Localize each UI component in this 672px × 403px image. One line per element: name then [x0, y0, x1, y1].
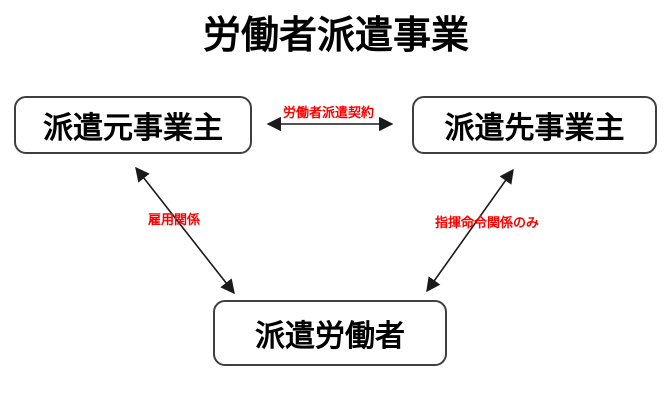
node-worker: 派遣労働者	[213, 300, 447, 366]
contract-edge-label: 労働者派遣契約	[283, 105, 375, 120]
diagram-title: 労働者派遣事業	[202, 15, 469, 57]
node-client-label: 派遣先事業主	[444, 112, 625, 145]
node-worker-label: 派遣労働者	[255, 320, 405, 353]
node-client: 派遣先事業主	[412, 96, 657, 154]
command-edge-label: 指揮命令関係のみ	[435, 215, 540, 230]
node-dispatcher: 派遣元事業主	[14, 96, 252, 154]
employment-arrow	[135, 166, 235, 295]
node-dispatcher-label: 派遣元事業主	[43, 112, 223, 145]
employment-edge-label: 雇用関係	[148, 212, 201, 227]
